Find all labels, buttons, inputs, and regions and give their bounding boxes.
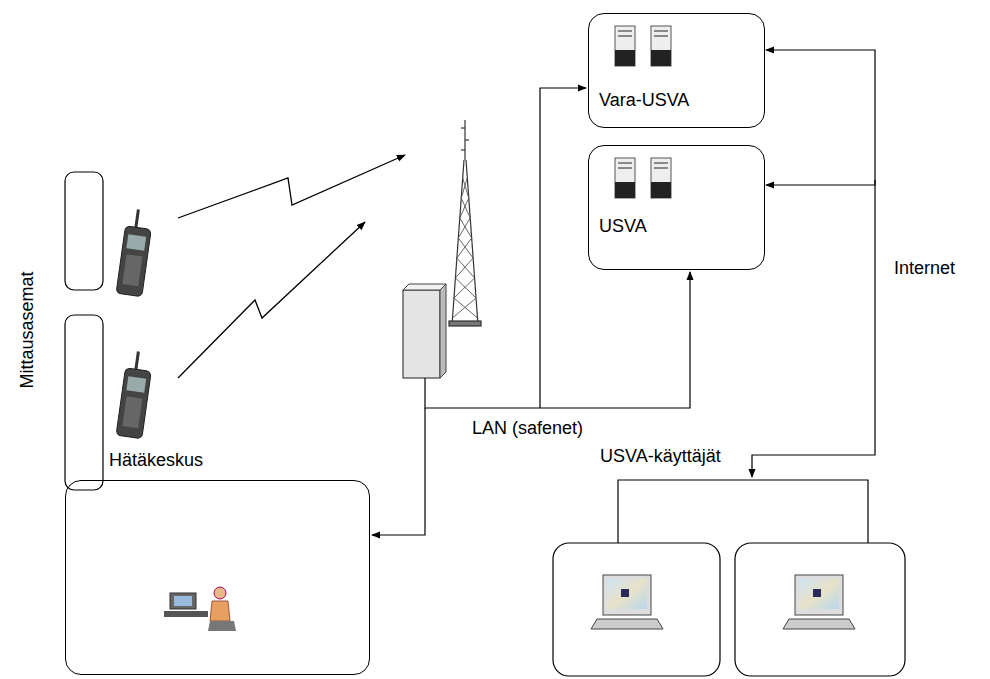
operator-icon (208, 621, 236, 631)
radio-tower (465, 139, 469, 140)
server-icon (615, 26, 671, 66)
network-connector (766, 50, 875, 185)
laptop-icon (621, 589, 629, 597)
node-label: Vara-USVA (599, 90, 689, 112)
tower-bracing (458, 238, 473, 258)
server-icon (615, 182, 635, 198)
station-box (65, 315, 103, 490)
laptop-icon (795, 575, 843, 615)
laptop-icon (603, 575, 651, 615)
tower-bracing (453, 178, 478, 318)
lan-wire (540, 88, 586, 408)
user-box (735, 543, 905, 676)
tower-bracing (461, 198, 470, 218)
radio-handset (116, 368, 151, 439)
lan-wire (372, 88, 690, 535)
laptop-icon (783, 619, 855, 629)
server-icon (654, 30, 668, 32)
server-icon (654, 162, 668, 164)
server-icon (615, 50, 635, 66)
tower-bracing (455, 278, 476, 298)
node-label: USVA (599, 216, 647, 238)
tower-bracing (460, 198, 469, 218)
lan-wire (425, 272, 690, 408)
operator-icon (214, 587, 226, 599)
server-icon (615, 158, 635, 198)
center-box: Hätäkeskus (65, 480, 370, 675)
server-icon (618, 167, 632, 169)
base-station-cabinet (403, 290, 440, 378)
operator-icon (210, 601, 230, 621)
server-icon (618, 30, 632, 32)
radio-tower (449, 120, 481, 326)
internet-wire (752, 180, 875, 477)
server-icon (651, 182, 671, 198)
laptop-icon (813, 589, 821, 597)
users-bracket (618, 480, 868, 543)
tower-bracing (457, 258, 475, 278)
server-icon (651, 26, 671, 66)
user-box (553, 543, 720, 676)
user-box (553, 543, 905, 676)
radio-handset (116, 226, 151, 297)
operator-icon (174, 596, 192, 606)
station-box (65, 172, 103, 490)
base-station-cabinet (440, 284, 446, 378)
radio-handset (126, 234, 146, 250)
base-station-cabinet (403, 284, 446, 378)
radio-handset (122, 254, 142, 286)
tower-bracing (458, 218, 470, 238)
server-icon (615, 26, 635, 66)
edge-label: Internet (892, 258, 957, 280)
tower-bracing (455, 258, 473, 278)
tower-bracing (460, 218, 472, 238)
server-icon (654, 167, 668, 169)
radio-link-arrow (178, 155, 405, 218)
base-station-cabinet (403, 284, 446, 290)
laptop-icon (591, 575, 663, 629)
internet-wire (752, 180, 875, 477)
users-bracket (618, 480, 868, 543)
radio-handset (122, 396, 142, 428)
tower-bracing (454, 278, 475, 298)
server-icon (651, 158, 671, 198)
laptop-icon (607, 579, 647, 609)
server-icon (615, 158, 671, 198)
tower-bracing (454, 298, 478, 318)
radio-handset (116, 350, 154, 439)
laptop-icon (591, 619, 663, 629)
server-icon (651, 50, 671, 66)
radio-link-arrow (178, 155, 405, 378)
server-icon (654, 35, 668, 37)
radio-link-arrow (178, 222, 365, 378)
radio-handset (116, 208, 154, 297)
laptop-icon (799, 579, 839, 609)
operator-icon (170, 593, 196, 609)
radio-handset (126, 376, 146, 392)
node-label: Hätäkeskus (109, 450, 203, 472)
lan-wire (372, 408, 425, 535)
tower-bracing (457, 238, 472, 258)
tower-bracing (461, 178, 467, 198)
server-box: USVA (588, 145, 765, 270)
network-label: LAN (safenet) (472, 418, 583, 440)
tower-bracing (463, 178, 469, 198)
server-icon (618, 35, 632, 37)
radio-tower (461, 127, 465, 128)
tower-bracing (453, 298, 477, 318)
server-box: Vara-USVA (588, 13, 765, 128)
group-label: USVA-käyttäjät (600, 446, 721, 468)
operator-icon (164, 587, 236, 631)
radio-tower (461, 149, 465, 150)
radio-tower (449, 321, 481, 326)
laptop-icon (783, 575, 855, 629)
server-icon (618, 162, 632, 164)
operator-icon (164, 611, 208, 617)
station-box (65, 172, 103, 290)
group-label: Mittausasemat (17, 271, 39, 388)
